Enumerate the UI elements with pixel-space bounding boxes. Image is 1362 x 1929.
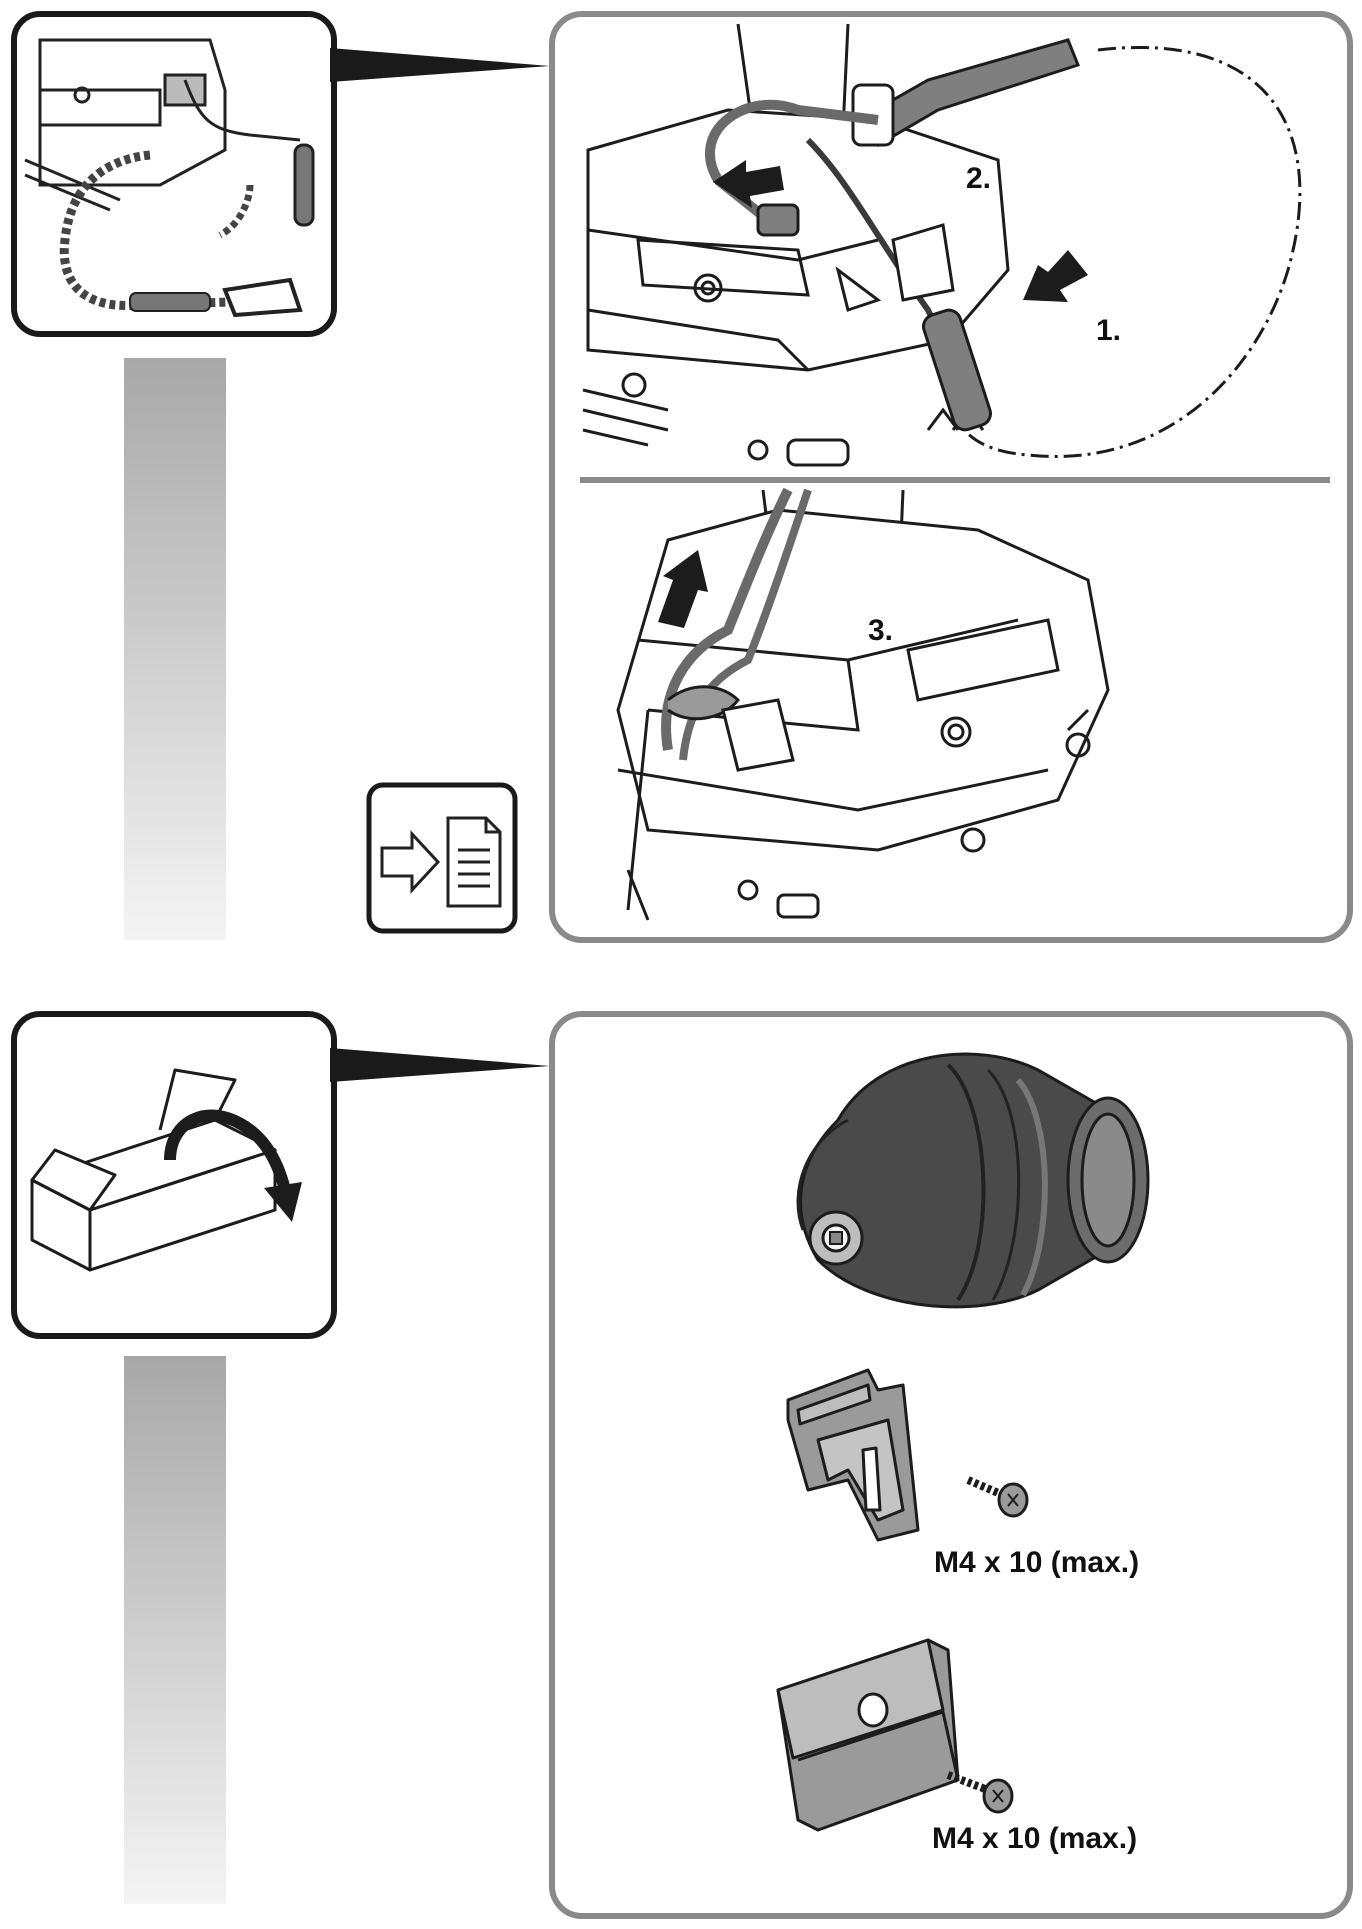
lanyard-steps-illustration xyxy=(549,11,1353,943)
open-box-icon xyxy=(11,1011,337,1339)
section-progress-bar xyxy=(124,358,226,940)
step-2-label: 2. xyxy=(966,162,992,195)
see-document-box xyxy=(366,782,518,934)
lanyard-instruction-panel: 2. 1. 3. xyxy=(548,10,1354,944)
accessories-panel: M4 x 10 (max.) M4 x 10 (max.) xyxy=(548,1010,1354,1920)
screw-2 xyxy=(946,1771,1014,1814)
accessories-illustration xyxy=(549,1011,1353,1919)
thumbnail-unpack-box xyxy=(10,1010,338,1340)
drill-chuck xyxy=(796,1052,1150,1309)
screw-1 xyxy=(966,1476,1029,1518)
plate-screw-label: M4 x 10 (max.) xyxy=(932,1822,1138,1855)
section-progress-bar-2 xyxy=(124,1356,226,1904)
belt-clip xyxy=(786,1368,920,1542)
step-3-label: 3. xyxy=(868,614,894,647)
callout-pointer xyxy=(330,48,550,82)
mounting-plate xyxy=(776,1638,960,1832)
lanyard-thumbnail-illustration xyxy=(11,11,337,337)
thumbnail-lanyard-box xyxy=(10,10,338,338)
belt-clip-screw-label: M4 x 10 (max.) xyxy=(934,1546,1140,1579)
arrow-to-document-icon xyxy=(366,782,518,934)
callout-pointer-2 xyxy=(330,1048,550,1082)
step-1-label: 1. xyxy=(1096,314,1122,347)
